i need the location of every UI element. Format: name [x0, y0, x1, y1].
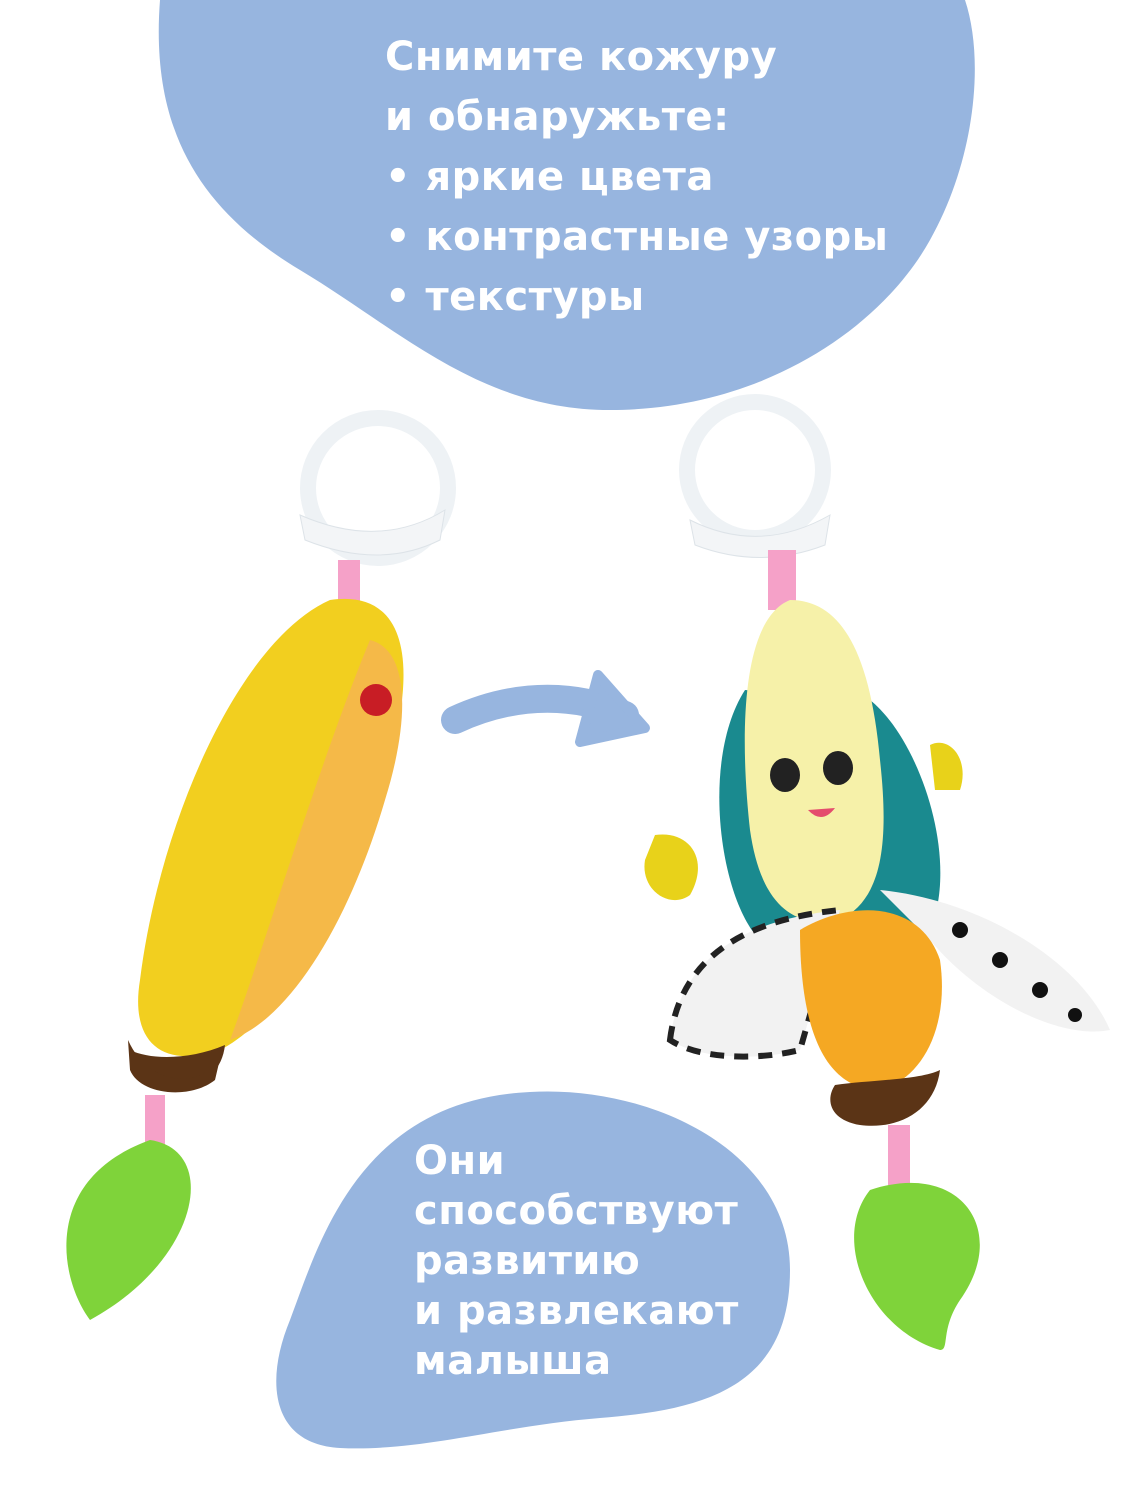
arrow-right-icon: [441, 670, 650, 747]
top-callout-text: Снимите кожуру и обнаружьте: • яркие цве…: [385, 27, 888, 327]
bottom-callout-line: и развлекают: [414, 1288, 739, 1334]
feature-bullet: • текстуры: [385, 274, 645, 320]
closed-banana-toy: [66, 410, 456, 1320]
bottom-callout-line: малыша: [414, 1338, 612, 1384]
bottom-callout-line: развитию: [414, 1238, 641, 1284]
top-callout-blob: [158, 0, 975, 410]
bottom-callout-blob: [276, 1091, 790, 1449]
peeled-banana-toy: [644, 394, 1110, 1350]
feature-bullet: • яркие цвета: [385, 154, 714, 200]
top-callout-line: и обнаружьте:: [385, 94, 730, 140]
bottom-callout-text: Они способствуют развитию и развлекают м…: [414, 1136, 739, 1386]
feature-bullet: • контрастные узоры: [385, 214, 889, 260]
top-callout-line: Снимите кожуру: [385, 34, 778, 80]
bottom-callout-line: Они: [414, 1138, 506, 1184]
bottom-callout-line: способствуют: [414, 1188, 739, 1234]
